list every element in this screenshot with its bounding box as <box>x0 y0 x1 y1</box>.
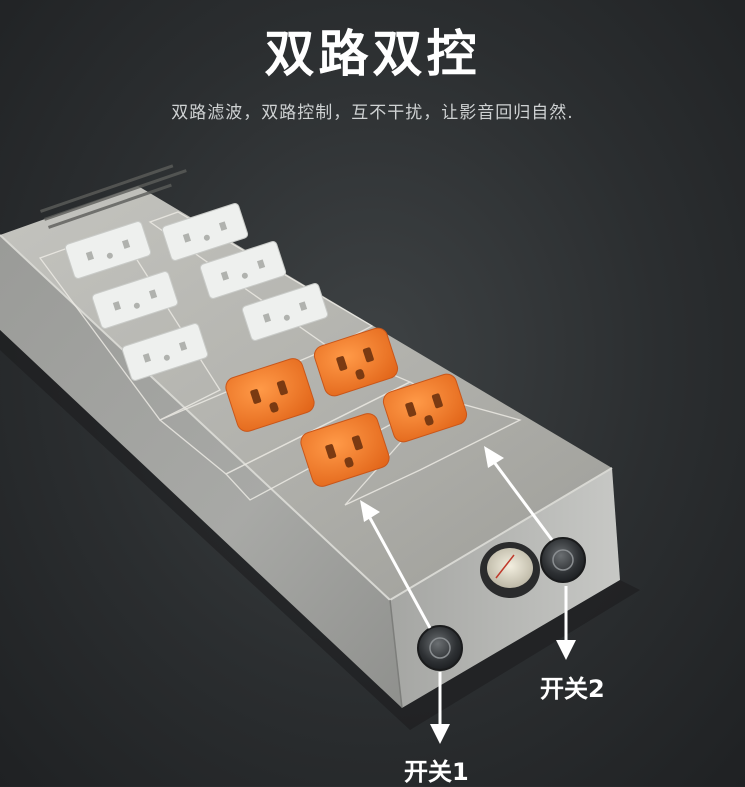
switch-1-label: 开关1 <box>404 758 469 786</box>
universal-outlet <box>121 323 209 381</box>
universal-outlet <box>64 221 152 279</box>
power-switch-2 <box>540 537 586 583</box>
top-panel-text <box>39 164 187 229</box>
orange-outlet-group <box>225 327 468 487</box>
universal-outlet <box>241 283 329 341</box>
universal-outlet <box>91 271 179 329</box>
page-subtitle: 双路滤波，双路控制，互不干扰，让影音回归自然. <box>171 103 574 123</box>
orange-outlet <box>382 373 468 443</box>
page-title: 双路双控 <box>264 25 481 83</box>
orange-outlet <box>300 413 390 487</box>
orange-outlet <box>313 327 399 397</box>
white-outlet-group-right <box>161 203 329 341</box>
switch-2-label: 开关2 <box>540 675 605 703</box>
chassis-side-panel <box>0 235 402 708</box>
orange-outlet <box>225 358 315 432</box>
white-outlet-group-left <box>64 221 209 381</box>
universal-outlet <box>199 241 287 299</box>
front-panel-controls <box>417 537 586 671</box>
universal-outlet <box>161 203 249 261</box>
callout-arrows <box>360 446 576 744</box>
power-switch-1 <box>417 625 463 671</box>
